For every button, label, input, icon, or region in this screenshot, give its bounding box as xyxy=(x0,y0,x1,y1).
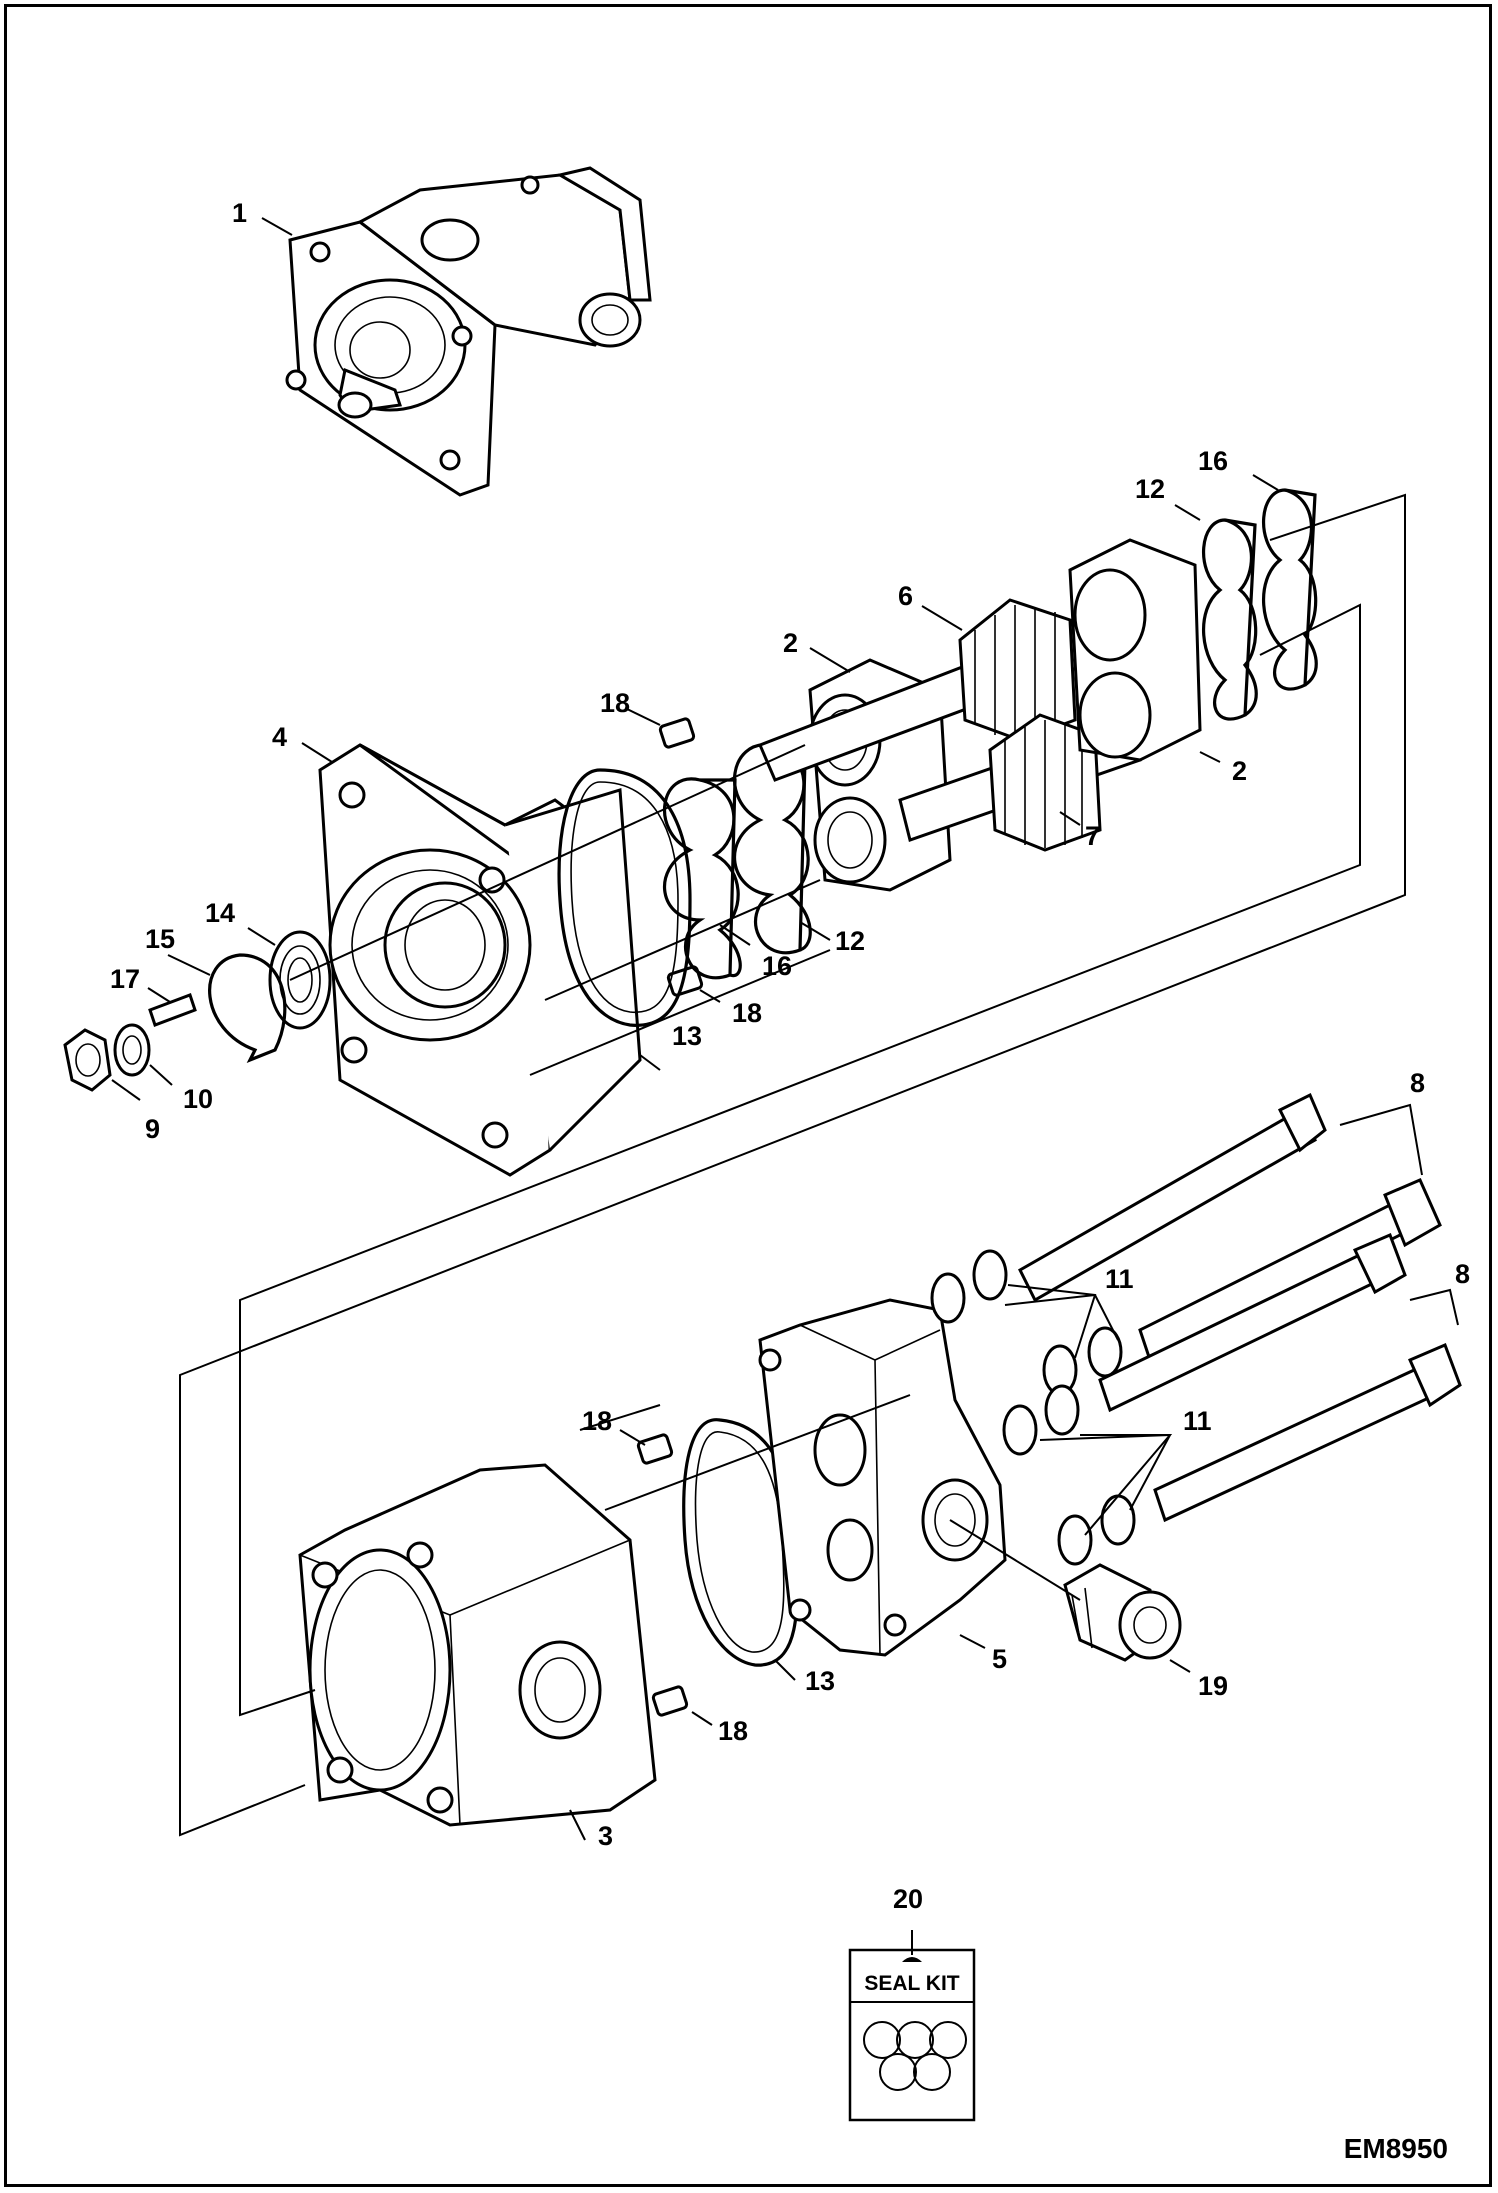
callout-19: 19 xyxy=(1198,1671,1228,1701)
callout-12-front: 12 xyxy=(835,926,865,956)
dowel-pins xyxy=(636,717,704,1717)
callout-16-front: 16 xyxy=(762,951,792,981)
leader-lines xyxy=(111,217,1459,1841)
callout-18-c: 18 xyxy=(582,1406,612,1436)
callout-11-upper: 11 xyxy=(1105,1264,1134,1294)
assembly-lines xyxy=(179,493,1406,1837)
shaft-key xyxy=(148,993,197,1027)
callout-2-rear: 2 xyxy=(1232,756,1247,786)
callout-13-lower: 13 xyxy=(805,1666,835,1696)
callout-12-rear: 12 xyxy=(1135,474,1165,504)
drawing-code: EM8950 xyxy=(1344,2133,1448,2164)
relief-valve xyxy=(1063,1563,1182,1662)
seal-kit-label: SEAL KIT xyxy=(864,1972,959,1995)
shaft-nut xyxy=(63,1028,112,1092)
drive-gear-shaft xyxy=(758,598,1127,782)
callout-18-a: 18 xyxy=(600,688,630,718)
callout-2-front: 2 xyxy=(783,628,798,658)
callout-10: 10 xyxy=(183,1084,213,1114)
snap-ring xyxy=(208,953,287,1064)
callout-20: 20 xyxy=(893,1884,923,1914)
callout-5: 5 xyxy=(992,1644,1007,1674)
callout-16-rear: 16 xyxy=(1198,446,1228,476)
seal-kit-box: SEAL KIT xyxy=(848,1930,976,2122)
cap-screws xyxy=(1018,1092,1462,1523)
callout-18-d: 18 xyxy=(718,1716,748,1746)
callout-6: 6 xyxy=(898,581,913,611)
callout-11-lower: 11 xyxy=(1183,1406,1212,1436)
drawing-frame xyxy=(4,4,1492,2187)
rear-cover xyxy=(758,1298,1007,1657)
callout-8-lower: 8 xyxy=(1455,1259,1470,1289)
callout-14: 14 xyxy=(205,898,235,928)
assembled-motor xyxy=(285,166,652,497)
callout-13-upper: 13 xyxy=(672,1021,702,1051)
callout-8-upper: 8 xyxy=(1410,1068,1425,1098)
callout-labels: 1 2 2 3 4 5 6 7 8 8 9 10 11 11 12 12 13 … xyxy=(110,198,1470,1914)
callout-1: 1 xyxy=(232,198,247,228)
o-ring-upper xyxy=(557,768,692,1027)
bolt-washers xyxy=(930,1249,1136,1566)
gasket-seals-rear xyxy=(1201,488,1318,721)
gasket-seals-front xyxy=(662,743,812,980)
bearing-block-rear xyxy=(1068,538,1202,762)
callout-18-b: 18 xyxy=(732,998,762,1028)
callout-15: 15 xyxy=(145,924,175,954)
callout-9: 9 xyxy=(145,1114,160,1144)
callout-17: 17 xyxy=(110,964,140,994)
callout-7: 7 xyxy=(1085,821,1100,851)
front-flange xyxy=(318,743,642,1177)
lock-washer xyxy=(113,1023,151,1077)
callout-4: 4 xyxy=(272,722,287,752)
pump-body xyxy=(298,1463,657,1827)
callout-3: 3 xyxy=(598,1821,613,1851)
